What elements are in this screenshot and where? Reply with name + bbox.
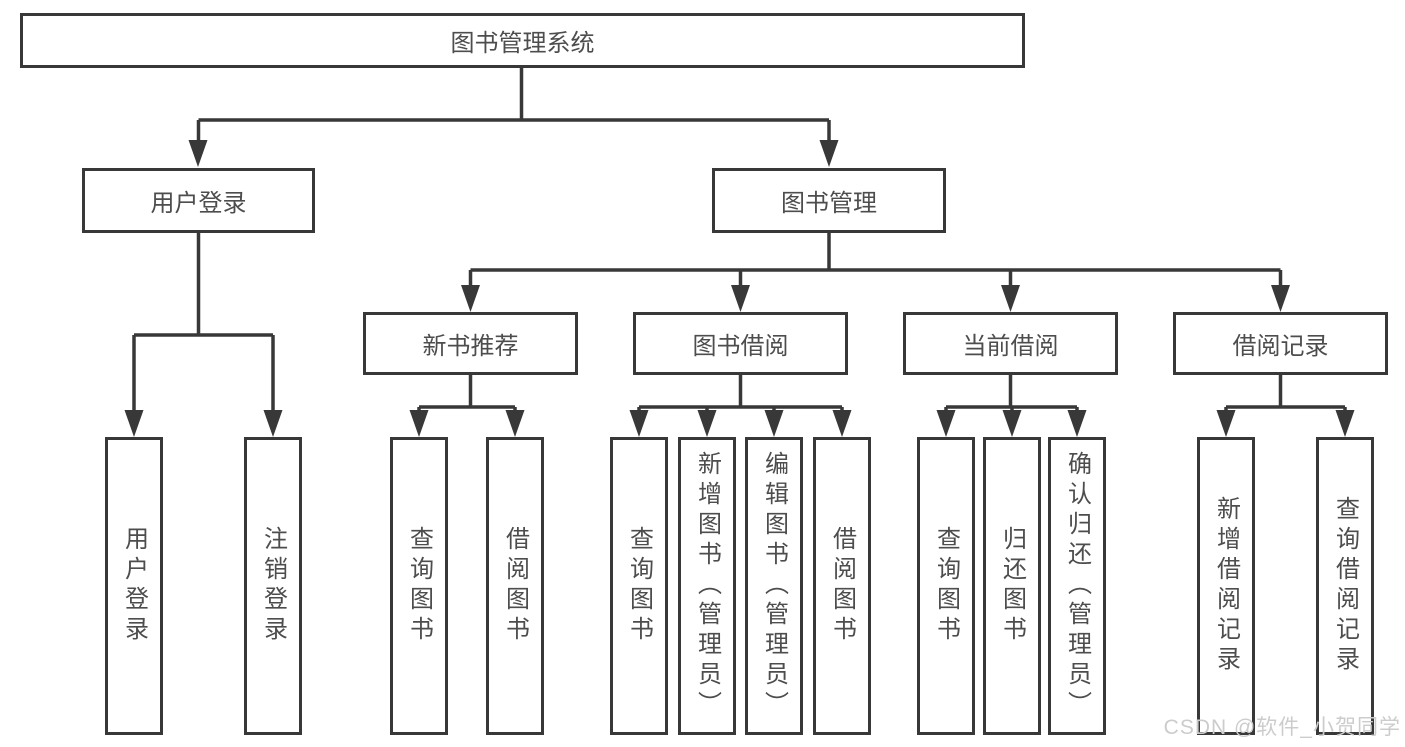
leaf-query-books-recommend: 查询图书 (390, 437, 448, 735)
leaf-user-login: 用户登录 (105, 437, 163, 735)
leaf-query-books-borrow-label: 查询图书 (625, 526, 653, 646)
node-borrowing-records: 借阅记录 (1173, 312, 1388, 375)
leaf-add-borrow-record: 新增借阅记录 (1197, 437, 1255, 735)
leaf-query-books-current-label: 查询图书 (932, 526, 960, 646)
leaf-query-books-recommend-label: 查询图书 (405, 526, 433, 646)
csdn-watermark: CSDN @软件_小贺同学 (1163, 716, 1401, 739)
leaf-add-borrow-record-label: 新增借阅记录 (1212, 496, 1240, 676)
node-book-management: 图书管理 (712, 168, 946, 233)
arrowheads (124, 140, 1355, 437)
leaf-edit-book-admin-label: 编辑图书（管理员） (760, 451, 788, 721)
leaf-borrow-books-recommend: 借阅图书 (486, 437, 544, 735)
leaf-logout: 注销登录 (244, 437, 302, 735)
node-book-borrowing-label: 图书借阅 (692, 333, 789, 360)
leaf-query-books-borrow: 查询图书 (610, 437, 668, 735)
node-root-label: 图书管理系统 (450, 30, 595, 57)
leaf-user-login-label: 用户登录 (120, 526, 148, 646)
node-borrowing-records-label: 借阅记录 (1232, 333, 1329, 360)
leaf-query-borrow-record-label: 查询借阅记录 (1331, 496, 1359, 676)
leaf-borrow-books: 借阅图书 (813, 437, 871, 735)
leaf-confirm-return-admin: 确认归还（管理员） (1048, 437, 1106, 735)
leaf-query-books-current: 查询图书 (917, 437, 975, 735)
leaf-edit-book-admin: 编辑图书（管理员） (745, 437, 803, 735)
node-user-login: 用户登录 (82, 168, 315, 233)
leaf-borrow-books-label: 借阅图书 (828, 526, 856, 646)
leaf-query-borrow-record: 查询借阅记录 (1316, 437, 1374, 735)
node-book-borrowing: 图书借阅 (633, 312, 848, 375)
node-root: 图书管理系统 (20, 13, 1025, 68)
leaf-logout-label: 注销登录 (259, 526, 287, 646)
leaf-return-book: 归还图书 (983, 437, 1041, 735)
node-book-management-label: 图书管理 (781, 190, 877, 217)
leaf-borrow-books-recommend-label: 借阅图书 (501, 526, 529, 646)
leaf-return-book-label: 归还图书 (998, 526, 1026, 646)
leaf-confirm-return-admin-label: 确认归还（管理员） (1063, 451, 1091, 721)
node-new-book-recommend: 新书推荐 (363, 312, 578, 375)
node-user-login-label: 用户登录 (150, 190, 247, 217)
node-new-book-recommend-label: 新书推荐 (422, 333, 519, 360)
node-current-borrowing: 当前借阅 (903, 312, 1118, 375)
leaf-add-book-admin: 新增图书（管理员） (678, 437, 736, 735)
leaf-add-book-admin-label: 新增图书（管理员） (693, 451, 721, 721)
node-current-borrowing-label: 当前借阅 (962, 333, 1059, 360)
